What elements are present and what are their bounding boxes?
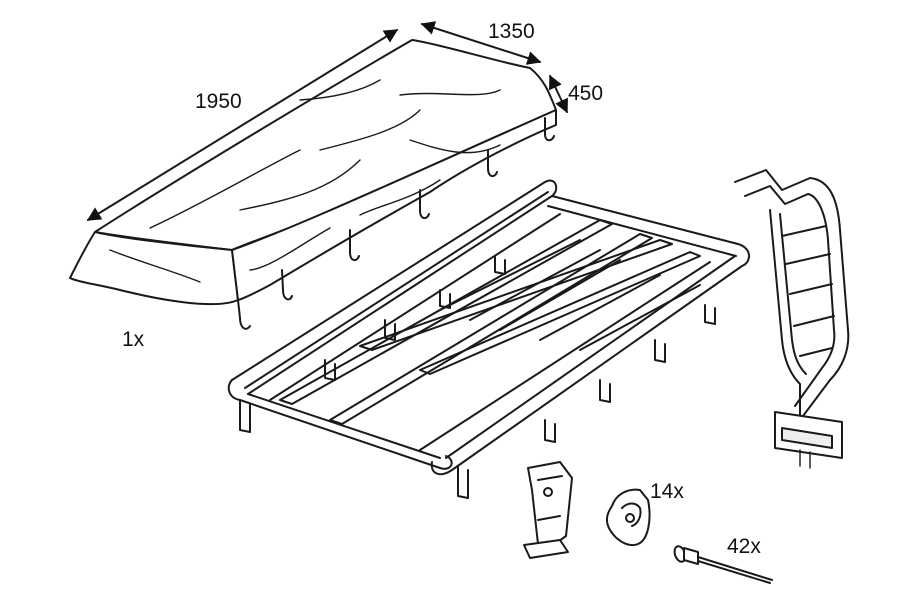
ladder-illustration: [734, 169, 850, 469]
rivet-illustration: [673, 545, 773, 584]
cover-quantity-label: 1x: [122, 328, 145, 351]
height-dimension-arrow: [549, 74, 568, 114]
clip-quantity-label: 14x: [650, 480, 684, 503]
clip-illustration: [605, 488, 651, 546]
mounting-bracket-illustration: [523, 461, 573, 559]
length-dimension-arrow: [86, 29, 399, 221]
width-dimension-arrow: [420, 21, 542, 65]
height-label: 450: [568, 82, 603, 105]
length-label: 1950: [195, 90, 242, 113]
roof-rack-illustration: [227, 179, 750, 499]
width-label: 1350: [488, 20, 535, 43]
rivet-quantity-label: 42x: [727, 535, 761, 558]
